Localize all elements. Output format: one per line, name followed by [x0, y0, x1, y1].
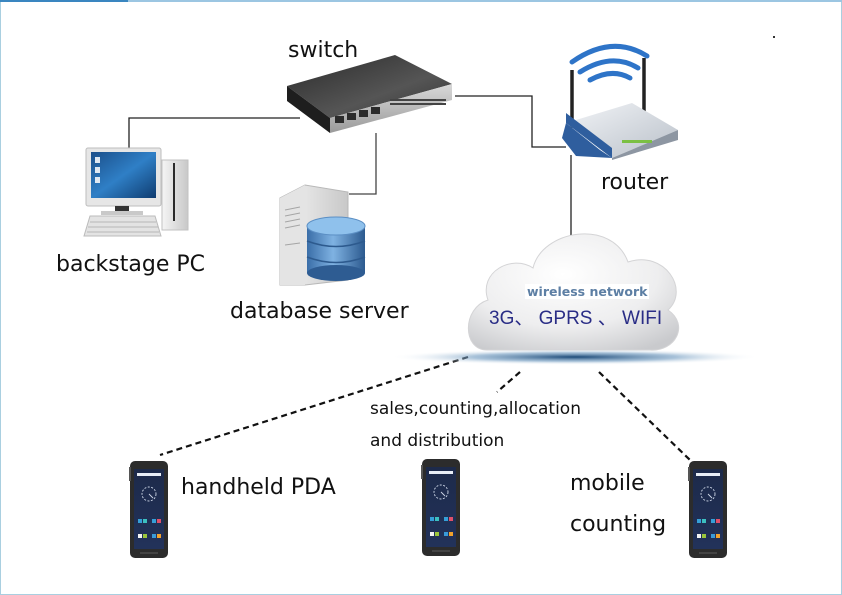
- handheld-pda-label: handheld PDA: [181, 475, 336, 500]
- right-annotation-line1: mobile: [570, 471, 645, 496]
- database-server-label: database server: [230, 299, 409, 324]
- handheld-pda-icon-center: [420, 458, 461, 557]
- stray-dot: [773, 36, 775, 38]
- handheld-pda-icon-right: [687, 460, 728, 559]
- wifi-router-icon: [562, 43, 678, 160]
- cloud-subtitle: 3G、 GPRS 、 WIFI: [489, 308, 663, 329]
- top-border-accent: [0, 0, 128, 2]
- edge-switch-router: [455, 95, 566, 148]
- top-border: [0, 0, 842, 2]
- router-label: router: [601, 170, 669, 195]
- edge-cloud-pda-center: [496, 371, 521, 393]
- edge-cloud-pda-left: [159, 355, 469, 457]
- right-annotation-line2: counting: [570, 512, 667, 537]
- edge-db-switch: [349, 133, 377, 195]
- switch-label: switch: [288, 38, 359, 63]
- database-server-icon: [279, 184, 366, 286]
- center-annotation-line2: and distribution: [370, 431, 505, 451]
- edge-cloud-pda-right: [598, 371, 691, 461]
- network-switch-icon: [287, 55, 452, 133]
- desktop-computer-icon: [83, 147, 189, 237]
- edge-pc-switch: [128, 117, 300, 148]
- connection-lines: [128, 95, 691, 461]
- cloud-title: wireless network: [525, 284, 650, 299]
- backstage-pc-label: backstage PC: [56, 252, 205, 277]
- center-annotation-line1: sales,counting,allocation: [370, 399, 581, 419]
- handheld-pda-icon-left: [128, 460, 169, 559]
- cloud-icon: [390, 233, 760, 365]
